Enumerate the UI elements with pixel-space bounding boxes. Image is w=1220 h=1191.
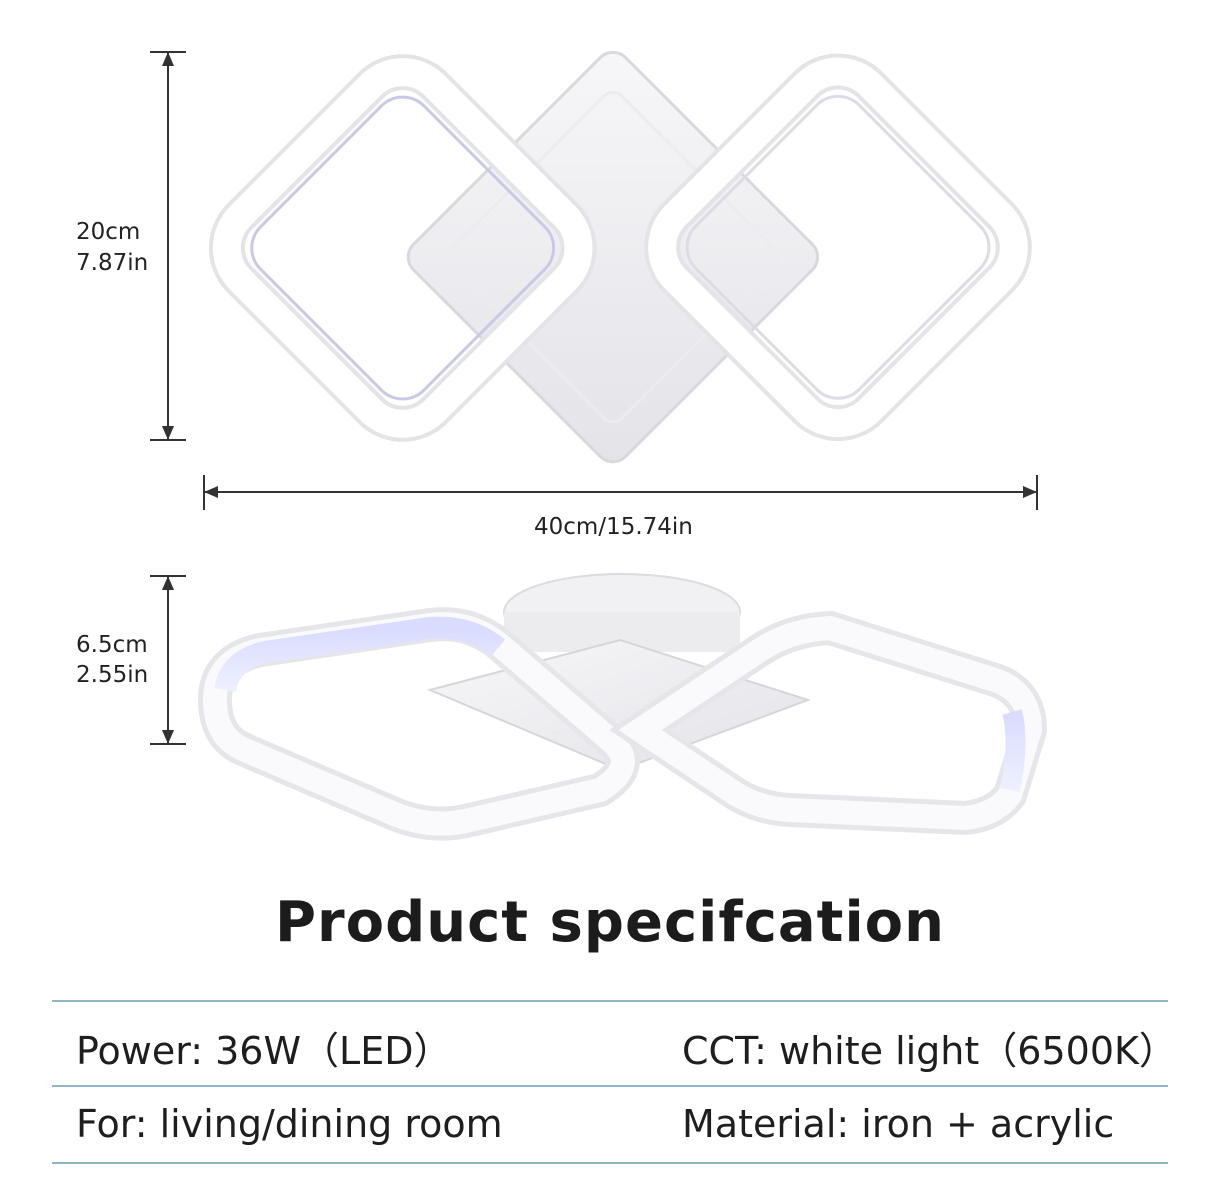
spec-power: Power: 36W（LED） xyxy=(76,1029,452,1073)
spec-divider-top xyxy=(52,1000,1168,1002)
depth-in-label: 2.55in xyxy=(76,662,149,688)
spec-cct: CCT: white light（6500K） xyxy=(682,1029,1177,1073)
height-cm-label: 20cm xyxy=(76,219,141,245)
depth-cm-label: 6.5cm xyxy=(76,632,148,658)
spec-usage: For: living/dining room xyxy=(76,1102,503,1146)
width-label: 40cm/15.74in xyxy=(534,514,693,540)
page-title: Product specifcation xyxy=(275,890,945,955)
side-view-lamp xyxy=(197,573,1048,841)
height-in-label: 7.87in xyxy=(76,250,149,276)
spec-divider-bottom xyxy=(52,1162,1168,1164)
spec-material: Material: iron + acrylic xyxy=(682,1102,1115,1146)
spec-divider-middle xyxy=(52,1085,1168,1087)
height-dimension-line xyxy=(150,51,186,441)
top-view-lamp xyxy=(208,50,1032,464)
width-dimension-line xyxy=(203,475,1038,510)
depth-dimension-line xyxy=(150,575,186,745)
